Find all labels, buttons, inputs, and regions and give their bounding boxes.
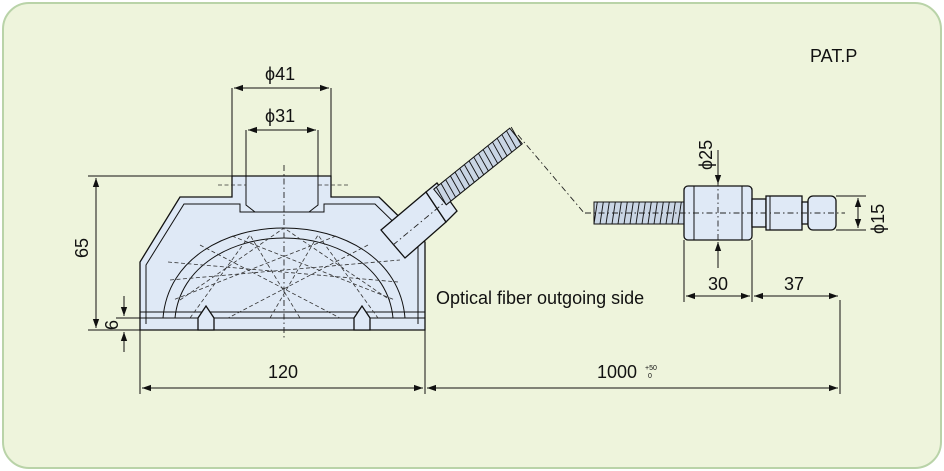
dim-6: 6 xyxy=(102,320,122,330)
dim-tolerance-minus: 0 xyxy=(648,373,652,380)
dim-phi31: ϕ31 xyxy=(265,106,295,126)
optical-fiber-note: Optical fiber outgoing side xyxy=(436,288,644,308)
patent-label: PAT.P xyxy=(810,46,857,66)
dim-tolerance-plus: +50 xyxy=(645,365,657,372)
dim-65: 65 xyxy=(72,238,92,258)
dim-phi41: ϕ41 xyxy=(265,64,295,84)
dim-120: 120 xyxy=(268,362,298,382)
dim-30: 30 xyxy=(708,274,728,294)
dim-1000: 1000 xyxy=(597,362,637,382)
dim-phi25: ϕ25 xyxy=(696,140,716,170)
dim-phi15: ϕ15 xyxy=(868,204,888,234)
housing xyxy=(139,165,426,338)
dim-37: 37 xyxy=(784,274,804,294)
fiber-outlet xyxy=(380,126,586,259)
cable-detail xyxy=(585,180,845,246)
dimension-lines xyxy=(88,84,866,394)
